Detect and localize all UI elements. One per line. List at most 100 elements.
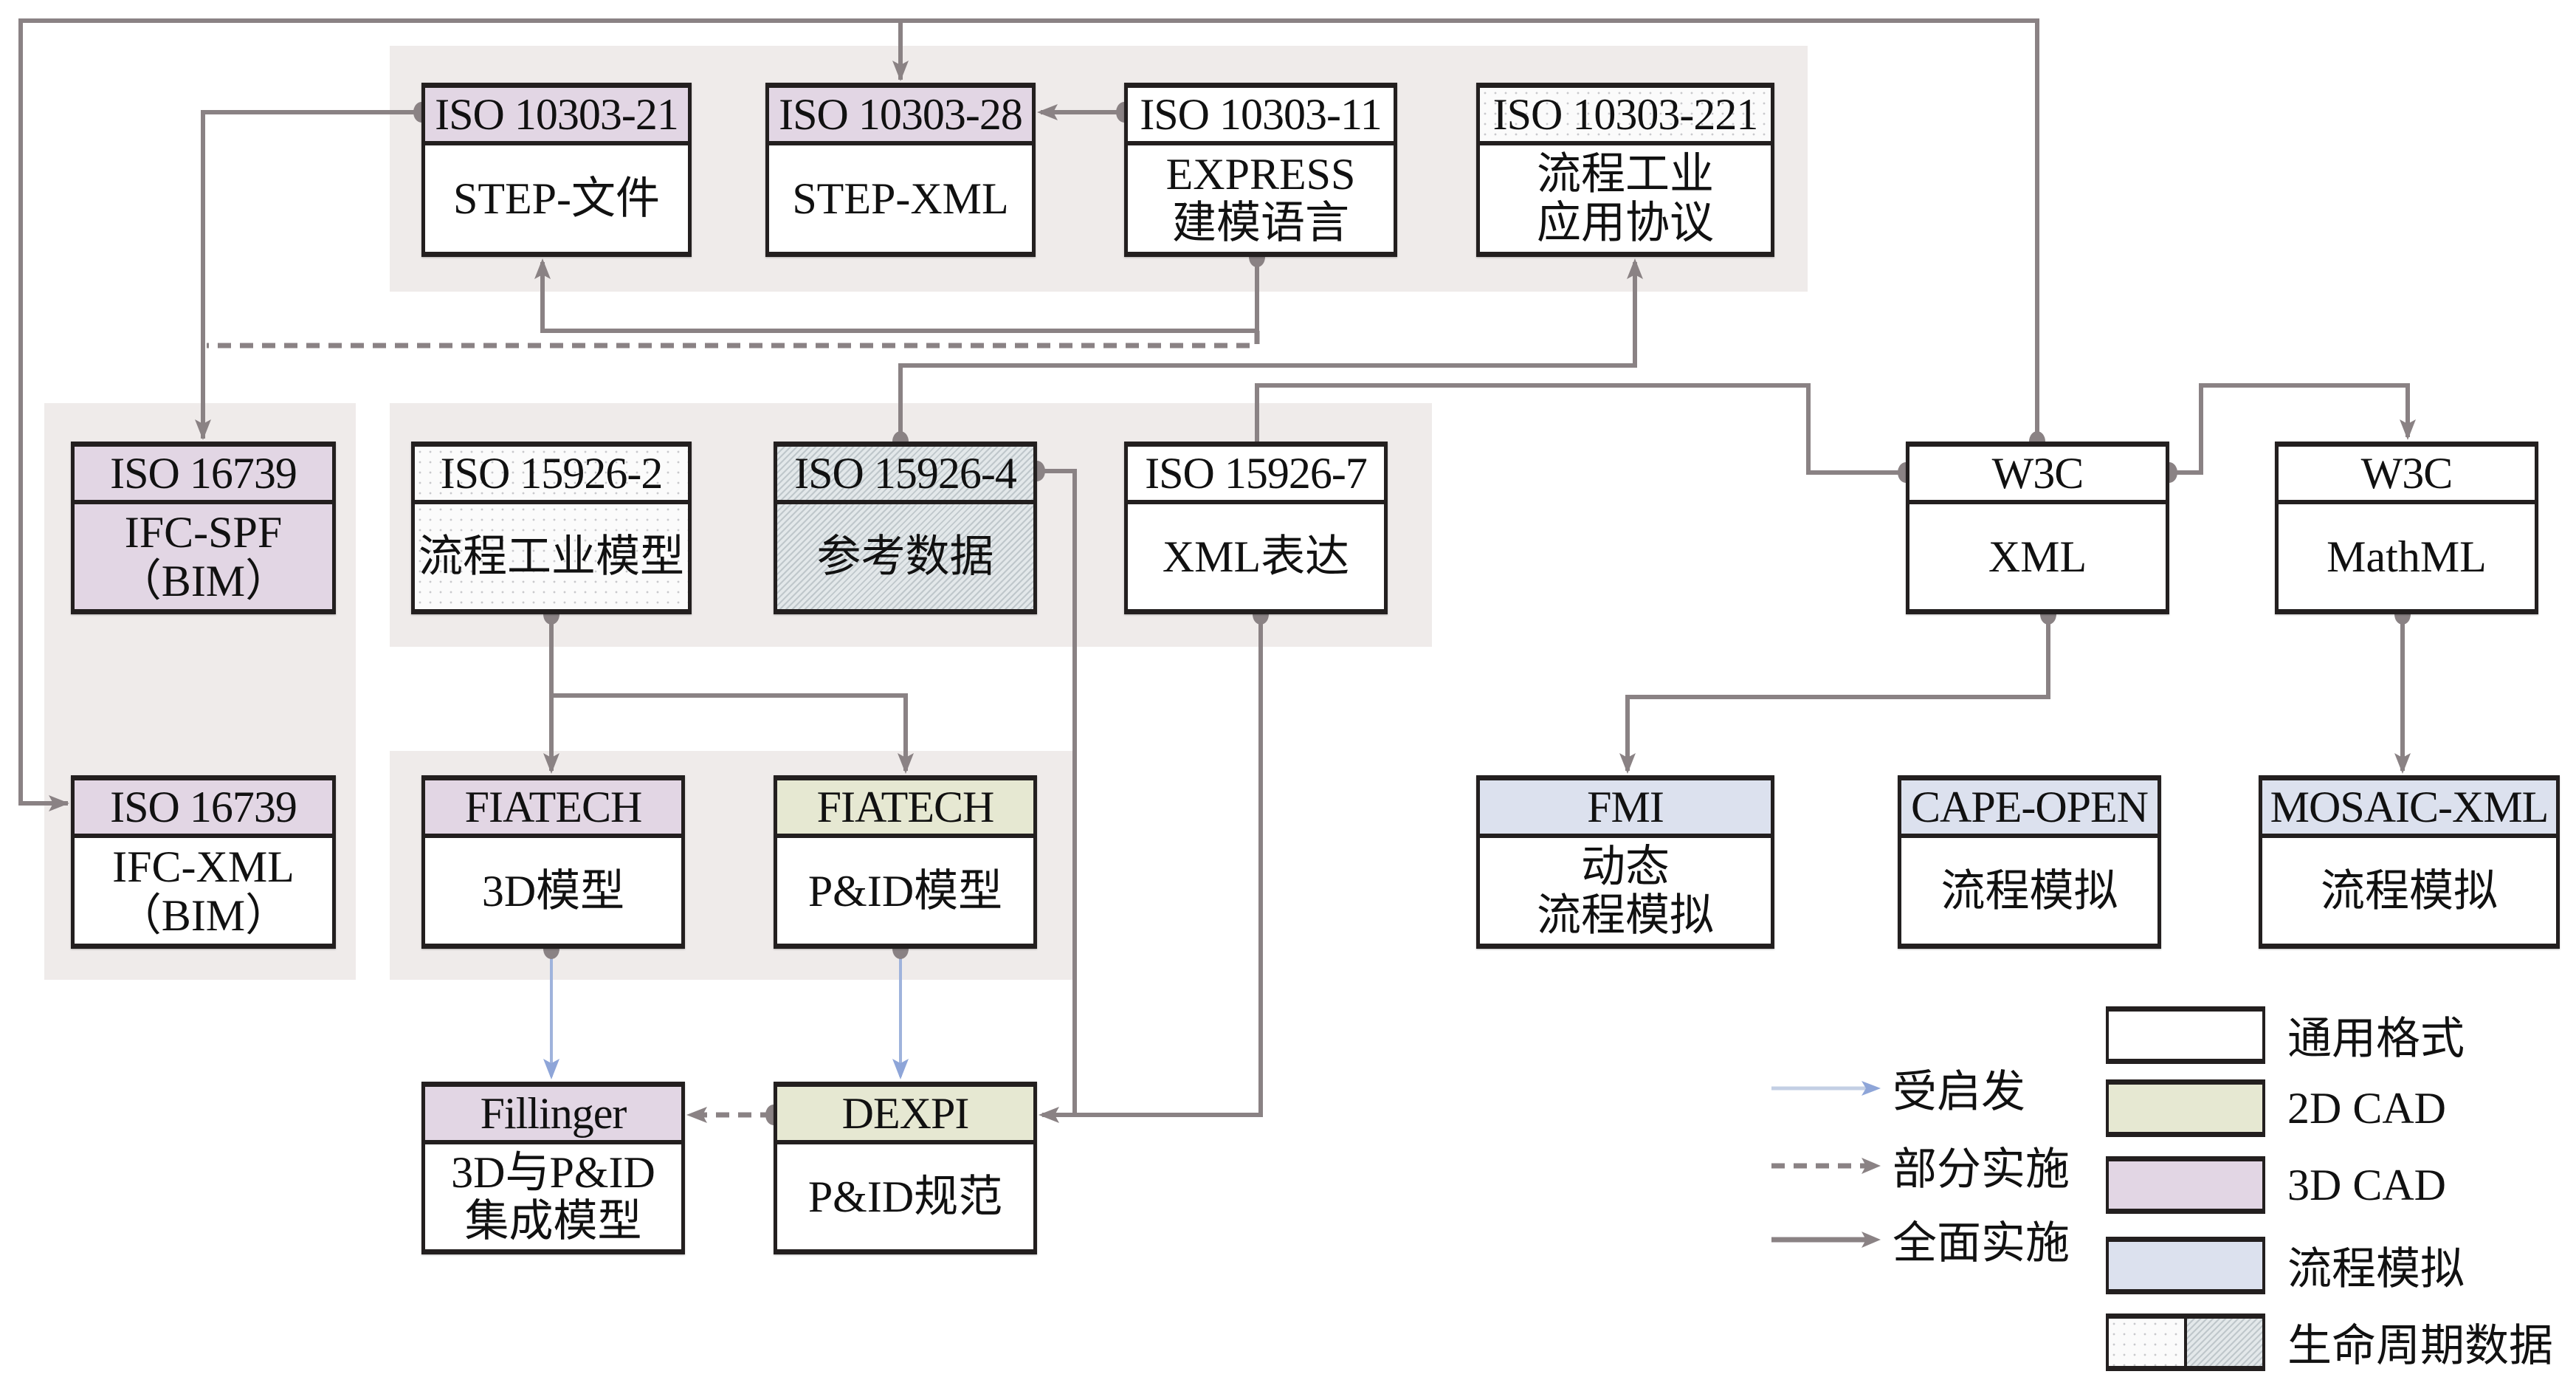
node-fmi[interactable]: FMI 动态流程模拟: [1476, 775, 1774, 949]
legend-label: 受启发: [1893, 1068, 2025, 1116]
legend-label: 全面实施: [1893, 1219, 2070, 1268]
node-body: XML: [1909, 504, 2166, 609]
node-body-line: 应用协议: [1537, 199, 1714, 247]
node-body-line: P&ID规范: [807, 1172, 1003, 1221]
node-body-line: STEP-文件: [452, 174, 661, 223]
node-body: MathML: [2279, 504, 2535, 609]
node-fiatech-3d[interactable]: FIATECH 3D模型: [421, 775, 685, 949]
node-body: P&ID规范: [777, 1144, 1033, 1249]
swatch-lifecycle-hatched: [2184, 1318, 2262, 1366]
node-header: FIATECH: [425, 780, 681, 838]
arrowhead-icon: [2400, 419, 2416, 440]
node-body: IFC-SPF（BIM）: [75, 504, 332, 609]
legend-label: 2D CAD: [2287, 1083, 2447, 1133]
arrowhead-icon: [1619, 753, 1636, 774]
node-body-line: 集成模型: [464, 1197, 642, 1246]
legend-label: 流程模拟: [2287, 1245, 2465, 1294]
node-header: ISO 10303-28: [769, 88, 1032, 145]
node-iso-10303-221[interactable]: ISO 10303-221 流程工业应用协议: [1476, 83, 1774, 257]
node-iso-15926-7[interactable]: ISO 15926-7 XML表达: [1124, 442, 1388, 614]
node-header: ISO 16739: [75, 780, 332, 838]
node-header: W3C: [2279, 447, 2535, 504]
legend-process-sim: 流程模拟: [2106, 1233, 2465, 1297]
node-iso-16739-ifc-spf[interactable]: ISO 16739 IFC-SPF（BIM）: [71, 442, 336, 614]
full-arrow-icon: [1771, 1231, 1881, 1248]
legend-3d-cad: 3D CAD: [2106, 1156, 2446, 1214]
node-iso-16739-ifc-xml[interactable]: ISO 16739 IFC-XML（BIM）: [71, 775, 336, 949]
node-body: STEP-XML: [769, 145, 1032, 252]
node-body-line: 3D与P&ID: [451, 1148, 655, 1197]
arrowhead-icon: [543, 1059, 559, 1079]
node-header: ISO 10303-21: [425, 88, 688, 145]
node-header: ISO 16739: [75, 447, 332, 504]
node-body-line: 流程工业模型: [419, 532, 684, 581]
node-body-line: 建模语言: [1172, 199, 1349, 247]
node-body-line: XML表达: [1162, 532, 1350, 581]
legend-label: 生命周期数据: [2287, 1322, 2553, 1370]
node-w3c-xml[interactable]: W3C XML: [1906, 442, 2169, 614]
node-w3c-mathml[interactable]: W3C MathML: [2275, 442, 2538, 614]
node-cape-open[interactable]: CAPE-OPEN 流程模拟: [1898, 775, 2161, 949]
legend-label: 通用格式: [2287, 1014, 2465, 1063]
node-body-line: （BIM）: [117, 890, 290, 940]
swatch-process-sim: [2106, 1236, 2265, 1294]
swatch-lifecycle: [2106, 1313, 2265, 1371]
node-body: STEP-文件: [425, 145, 688, 252]
node-body-line: IFC-XML: [112, 842, 295, 891]
node-body-line: XML: [1988, 532, 2087, 581]
arrowhead-icon: [892, 1059, 909, 1079]
node-body-line: P&ID模型: [807, 866, 1003, 916]
node-body-line: 流程工业: [1537, 150, 1714, 199]
node-body-line: STEP-XML: [792, 174, 1009, 223]
partial-arrow-icon: [1771, 1157, 1881, 1174]
swatch-generic: [2106, 1006, 2265, 1064]
arrowhead-icon: [686, 1107, 707, 1123]
node-mosaic-xml[interactable]: MOSAIC-XML 流程模拟: [2259, 775, 2560, 949]
node-dexpi[interactable]: DEXPI P&ID规范: [774, 1082, 1037, 1254]
swatch-2d-cad: [2106, 1079, 2265, 1137]
inspired-arrow-icon: [1771, 1080, 1881, 1096]
node-body: IFC-XML（BIM）: [75, 838, 332, 944]
node-iso-15926-4[interactable]: ISO 15926-4 参考数据: [774, 442, 1037, 614]
express-to-ifc-spf-partial: [207, 331, 1260, 348]
node-body-line: IFC-SPF: [124, 508, 283, 557]
node-iso-10303-28[interactable]: ISO 10303-28 STEP-XML: [765, 83, 1036, 257]
arrowhead-icon: [1039, 1107, 1059, 1123]
node-body-line: 3D模型: [481, 866, 625, 916]
node-header: ISO 10303-221: [1480, 88, 1771, 145]
node-header: FIATECH: [777, 780, 1033, 838]
swatch-lifecycle-dotted: [2109, 1318, 2184, 1366]
node-body-line: 动态: [1581, 842, 1670, 891]
step21-to-ifc-spf: [201, 110, 421, 439]
node-header: ISO 15926-2: [415, 447, 688, 504]
node-body-line: 流程模拟: [1940, 866, 2118, 916]
node-header: W3C: [1909, 447, 2166, 504]
node-body-line: 参考数据: [816, 532, 994, 581]
node-iso-10303-21[interactable]: ISO 10303-21 STEP-文件: [421, 83, 692, 257]
node-body-line: 流程模拟: [2321, 866, 2498, 916]
legend-label: 部分实施: [1893, 1145, 2070, 1194]
node-header: MOSAIC-XML: [2262, 780, 2556, 838]
node-header: ISO 10303-11: [1128, 88, 1394, 145]
legend-lifecycle-data: 生命周期数据: [2106, 1310, 2553, 1374]
node-body: 流程工业应用协议: [1480, 145, 1771, 252]
node-header: ISO 15926-4: [777, 447, 1033, 504]
xml-to-fmi: [1625, 614, 2050, 771]
iso15926-7-to-dexpi: [1075, 614, 1263, 1117]
node-header: Fillinger: [425, 1087, 681, 1144]
legend-inspired: 受启发: [1771, 1056, 2025, 1120]
node-body: 动态流程模拟: [1480, 838, 1771, 944]
node-fiatech-pid[interactable]: FIATECH P&ID模型: [774, 775, 1037, 949]
legend-partial: 部分实施: [1771, 1133, 2070, 1198]
node-body-line: EXPRESS: [1165, 150, 1356, 199]
node-body-line: 流程模拟: [1537, 890, 1714, 940]
legend-2d-cad: 2D CAD: [2106, 1079, 2446, 1137]
swatch-3d-cad: [2106, 1156, 2265, 1214]
node-iso-15926-2[interactable]: ISO 15926-2 流程工业模型: [411, 442, 692, 614]
legend-full: 全面实施: [1771, 1207, 2070, 1271]
